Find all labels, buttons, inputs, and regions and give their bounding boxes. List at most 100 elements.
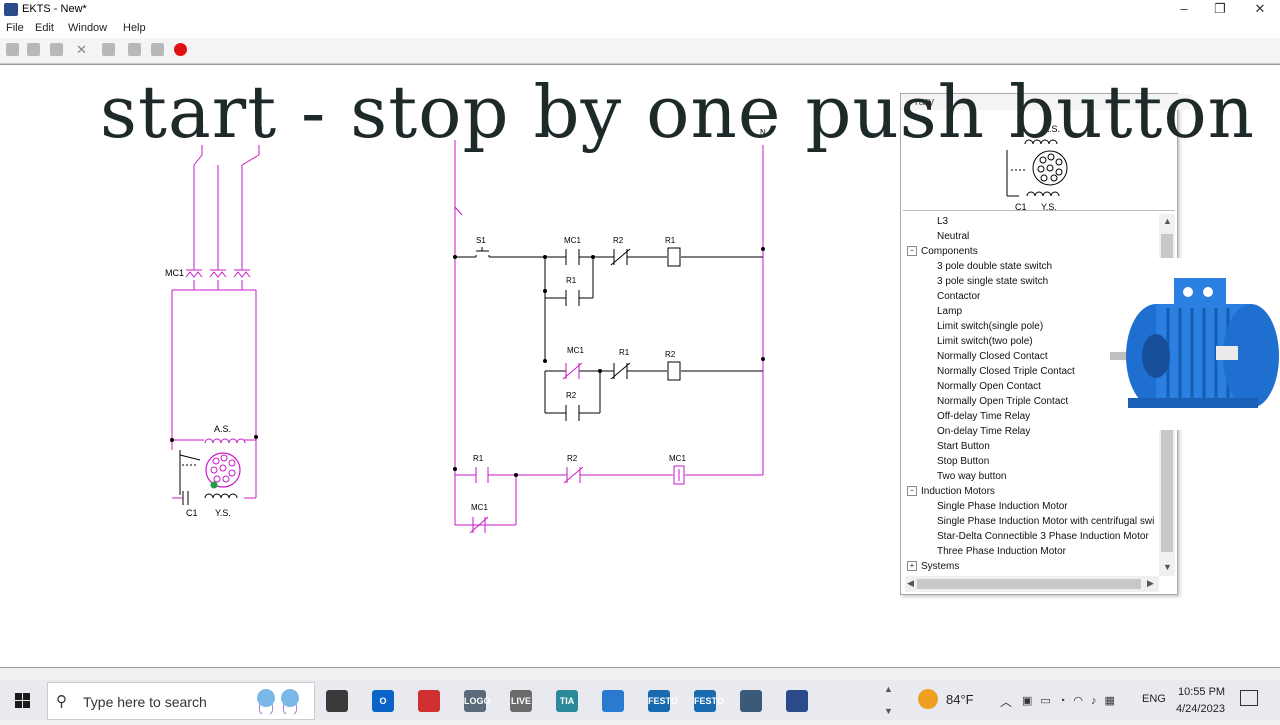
restore-button[interactable]: ❐ [1214, 1, 1226, 16]
jellyfish-icon[interactable] [250, 686, 308, 716]
tree-category[interactable]: −Components [907, 244, 978, 259]
language-indicator[interactable]: ENG [1142, 693, 1166, 705]
tree-item[interactable]: 3 pole double state switch [937, 259, 1052, 274]
tree-item[interactable]: L3 [937, 214, 948, 229]
logo-v8-icon[interactable]: LOGO [464, 690, 491, 712]
tree-item-label: Limit switch(two pole) [937, 336, 1033, 347]
tree-item[interactable]: Stop Button [937, 454, 989, 469]
clock-date[interactable]: 4/24/2023 [1176, 703, 1225, 715]
r1-no-label: R1 [473, 454, 484, 463]
menu-window[interactable]: Window [68, 22, 108, 34]
tree-item-label: Normally Open Contact [937, 381, 1041, 392]
record-icon[interactable] [174, 43, 187, 56]
tree-item-label: Normally Closed Triple Contact [937, 366, 1075, 377]
blue-app-icon[interactable] [602, 690, 624, 712]
tree-category[interactable]: −Induction Motors [907, 484, 995, 499]
tree-item[interactable]: Three Phase Induction Motor [937, 544, 1066, 559]
new-file-icon[interactable] [6, 43, 19, 56]
outlook-icon[interactable]: O [372, 690, 394, 712]
library-preview: A.S. C1 Y.S. [903, 114, 1175, 211]
window-title: EKTS - New* [22, 3, 87, 15]
s1-label: S1 [476, 236, 486, 245]
festo-icon[interactable]: FESTO [648, 690, 678, 712]
tree-item-label: Induction Motors [921, 486, 995, 497]
weather-icon[interactable] [918, 689, 938, 709]
control-T-label: T [451, 122, 456, 131]
weather-temp[interactable]: 84°F [946, 692, 974, 707]
tree-item[interactable]: Normally Open Contact [937, 379, 1041, 394]
red-app-icon[interactable] [418, 690, 440, 712]
festo2-icon[interactable]: FESTO [694, 690, 724, 712]
tree-item[interactable]: Lamp [937, 304, 962, 319]
tree-item-label: Neutral [937, 231, 970, 242]
menu-file[interactable]: File [6, 22, 24, 34]
tree-item-label: Components [921, 246, 978, 257]
collapse-icon[interactable]: − [907, 486, 917, 497]
tree-item-label: Star-Delta Connectible 3 Phase Induction… [937, 531, 1149, 542]
power-ys-label: Y.S. [215, 508, 231, 518]
search-placeholder[interactable]: Type here to search [83, 694, 207, 710]
mc1-nc2-label: MC1 [471, 503, 488, 512]
menu-help[interactable]: Help [123, 22, 146, 34]
r1-nc-label: R1 [619, 348, 630, 357]
window-app-icon[interactable] [740, 690, 762, 712]
tia-v17-icon[interactable]: TIA [556, 690, 578, 712]
tree-item[interactable]: Neutral [937, 229, 969, 244]
tray-chevron-icon[interactable]: ︿ [1000, 695, 1013, 709]
collapse-icon[interactable]: − [907, 246, 917, 257]
tree-item[interactable]: On-delay Time Relay [937, 424, 1030, 439]
tree-item[interactable]: Off-delay Time Relay [937, 409, 1030, 424]
tree-hscroll-thumb[interactable] [917, 579, 1141, 589]
clock-time[interactable]: 10:55 PM [1178, 686, 1226, 698]
delete-icon[interactable]: ✕ [76, 42, 87, 57]
tree-item[interactable]: Limit switch(two pole) [937, 334, 1033, 349]
power-T-label: T [198, 125, 204, 135]
tree-item[interactable]: Single Phase Induction Motor with centri… [937, 514, 1154, 529]
close-button[interactable]: ✕ [1254, 1, 1266, 16]
minimize-button[interactable]: – [1180, 1, 1188, 16]
save-icon[interactable] [50, 43, 63, 56]
mc1-coil-label: MC1 [669, 454, 686, 463]
tree-item-label: Normally Closed Contact [937, 351, 1048, 362]
control-N-label: N [760, 128, 766, 137]
tree-item-label: Single Phase Induction Motor [937, 501, 1068, 512]
title-bar [0, 0, 1280, 20]
tree-item[interactable]: Star-Delta Connectible 3 Phase Induction… [937, 529, 1149, 544]
taskbar-scroll-up-icon[interactable]: ▲ [884, 684, 893, 694]
tree-category[interactable]: +Systems [907, 559, 959, 574]
tree-item[interactable]: Normally Closed Contact [937, 349, 1048, 364]
library-header: rary [901, 94, 1191, 110]
scroll-up-icon[interactable]: ▲ [1163, 216, 1172, 226]
tree-item[interactable]: Contactor [937, 289, 980, 304]
stop-icon[interactable] [151, 43, 164, 56]
menu-edit[interactable]: Edit [35, 22, 54, 34]
tray-icons[interactable]: ▣▭◔◠♪▦ [1022, 695, 1123, 707]
search-icon: ⚲ [56, 693, 67, 710]
tree-item[interactable]: Start Button [937, 439, 990, 454]
tree-item[interactable]: 3 pole single state switch [937, 274, 1048, 289]
tree-item-label: On-delay Time Relay [937, 426, 1031, 437]
grid-icon[interactable] [128, 43, 141, 56]
tree-item[interactable]: Normally Open Triple Contact [937, 394, 1068, 409]
scroll-down-icon[interactable]: ▼ [1163, 562, 1172, 572]
task-view-icon[interactable] [326, 690, 348, 712]
notification-icon[interactable] [1240, 690, 1258, 706]
taskbar-scroll-down-icon[interactable]: ▼ [884, 706, 893, 716]
tree-item-label: 3 pole single state switch [937, 276, 1049, 287]
windows-start-icon[interactable] [0, 680, 46, 720]
tree-item[interactable]: Single Phase Induction Motor [937, 499, 1068, 514]
live-icon[interactable]: LIVE [510, 690, 532, 712]
tree-item-label: Off-delay Time Relay [937, 411, 1031, 422]
scroll-left-icon[interactable]: ◀ [907, 578, 914, 588]
rotate-icon[interactable] [102, 43, 115, 56]
tree-item[interactable]: Normally Closed Triple Contact [937, 364, 1075, 379]
tree-item-label: L3 [937, 216, 949, 227]
open-file-icon[interactable] [27, 43, 40, 56]
scroll-right-icon[interactable]: ▶ [1147, 578, 1154, 588]
tree-item[interactable]: Two way button [937, 469, 1006, 484]
ekts-icon[interactable] [786, 690, 808, 712]
expand-icon[interactable]: + [907, 561, 917, 572]
tree-item[interactable]: Limit switch(single pole) [937, 319, 1043, 334]
